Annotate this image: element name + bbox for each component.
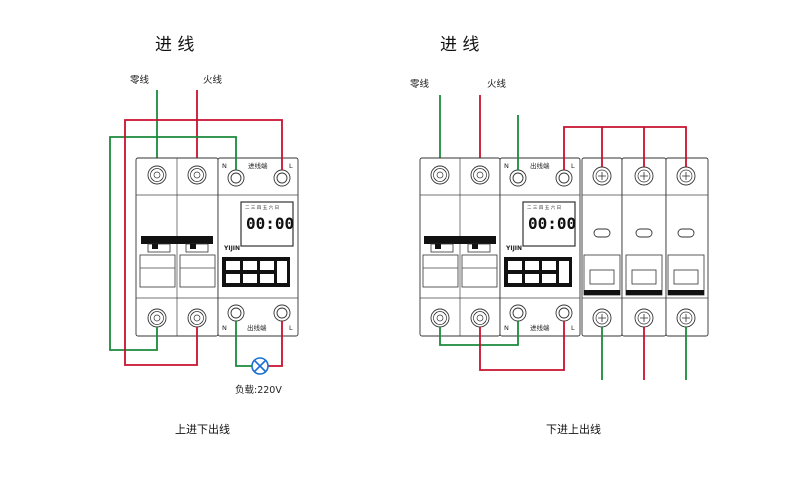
right-meter-top-terminal-l — [555, 169, 573, 187]
left-breaker-bottom-screw-l — [187, 308, 207, 328]
left-breaker-top-screw-n — [147, 165, 167, 185]
right-breaker-bottom-screw-n — [430, 308, 450, 328]
mcb-module-3 — [665, 157, 709, 337]
left-meter-lcd — [240, 201, 294, 247]
right-meter-button-5[interactable] — [525, 274, 539, 283]
left-lcd-time: 00:00 — [246, 214, 294, 233]
right-breaker-handle — [424, 236, 496, 244]
right-meter-button-2[interactable] — [525, 261, 539, 270]
left-meter-bottom-terminal-n — [227, 304, 245, 322]
right-meter-top-l: L — [571, 162, 575, 170]
right-meter-bottom-terminal-n — [509, 304, 527, 322]
right-meter-top-label: 出线端 — [530, 161, 550, 170]
right-meter-lcd — [522, 201, 576, 247]
left-meter-top-l: L — [289, 162, 293, 170]
left-meter-top-label: 进线端 — [248, 161, 268, 170]
left-caption: 上进下出线 — [175, 422, 230, 436]
left-meter-bottom-n: N — [222, 324, 227, 332]
right-meter-top-terminal-n — [509, 169, 527, 187]
right-neutral-label: 零线 — [410, 78, 430, 90]
right-breaker-bottom-screw-l — [470, 308, 490, 328]
left-meter-button-5[interactable] — [243, 274, 257, 283]
left-load-neutral-wire — [235, 321, 252, 367]
left-meter-button-1[interactable] — [226, 261, 240, 270]
left-load-live-wire — [268, 321, 283, 367]
right-meter-top-n: N — [504, 162, 509, 170]
right-meter-bottom-label: 进线端 — [530, 323, 550, 332]
left-neutral-label: 零线 — [130, 74, 150, 86]
left-meter-button-4[interactable] — [226, 274, 240, 283]
left-meter-bottom-label: 出线端 — [247, 323, 267, 332]
left-meter-button-2[interactable] — [243, 261, 257, 270]
left-breaker-top-screw-l — [187, 165, 207, 185]
right-lcd-header: 二 三 四 五 六 日 — [527, 204, 561, 211]
right-meter-brand: YIJIN — [505, 245, 522, 252]
left-live-label: 火线 — [203, 74, 223, 86]
left-title: 进 线 — [155, 35, 194, 55]
right-live-label: 火线 — [487, 78, 507, 90]
left-meter-top-n: N — [222, 162, 227, 170]
right-meter-button-6[interactable] — [542, 274, 556, 283]
right-meter-button-1[interactable] — [508, 261, 522, 270]
left-breaker-bottom-screw-n — [147, 308, 167, 328]
left-meter-top-terminal-l — [273, 169, 291, 187]
left-breaker-handle — [141, 236, 213, 244]
right-diagram: 进 线 零线 火线 N L 出线端 二 三 四 五 六 日 00:0 — [410, 35, 709, 436]
left-meter-bottom-terminal-l — [273, 304, 291, 322]
left-diagram: 进 线 零线 火线 N L 进线端 二 三 四 — [109, 35, 299, 436]
right-neutral-bottom-wire — [439, 321, 519, 346]
left-meter-button-3[interactable] — [260, 261, 274, 270]
right-meter-button-7[interactable] — [559, 261, 569, 283]
left-lcd-header: 二 三 四 五 六 日 — [245, 204, 279, 211]
left-meter-button-7[interactable] — [277, 261, 287, 283]
right-caption: 下进上出线 — [546, 422, 601, 436]
right-meter-bottom-l: L — [571, 324, 575, 332]
right-meter-button-4[interactable] — [508, 274, 522, 283]
left-neutral-loop-wire — [109, 136, 237, 351]
left-meter-top-terminal-n — [227, 169, 245, 187]
left-meter-brand: YIJIN — [223, 245, 240, 252]
right-meter-bottom-n: N — [504, 324, 509, 332]
right-lcd-time: 00:00 — [528, 214, 576, 233]
right-title: 进 线 — [440, 35, 479, 55]
left-live-loop-wire — [124, 119, 283, 366]
mcb-module-2 — [621, 157, 667, 337]
left-meter-button-6[interactable] — [260, 274, 274, 283]
right-meter-bottom-terminal-l — [555, 304, 573, 322]
lamp-icon — [251, 357, 269, 375]
right-live-bottom-wire — [479, 321, 565, 371]
right-breaker-top-screw-n — [430, 165, 450, 185]
right-live-busbar-wire — [563, 126, 687, 170]
right-breaker-top-screw-l — [470, 165, 490, 185]
mcb-module-1 — [581, 157, 623, 337]
right-meter-button-3[interactable] — [542, 261, 556, 270]
left-load-label: 负载:220V — [235, 384, 282, 396]
left-meter-bottom-l: L — [289, 324, 293, 332]
